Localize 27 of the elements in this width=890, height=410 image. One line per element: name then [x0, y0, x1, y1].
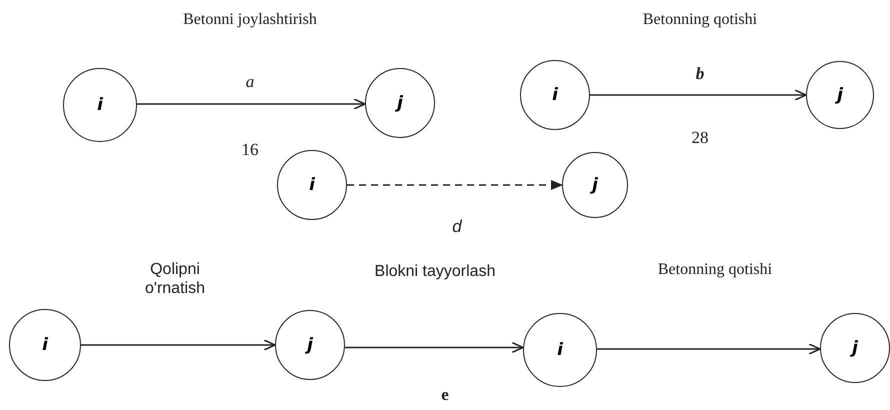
event-circle: j	[562, 152, 628, 218]
label: e	[441, 385, 449, 405]
edge-label: Betonning qotishi	[656, 260, 774, 279]
arrow	[347, 180, 563, 190]
edge-label: Qolipni o'rnatish	[144, 260, 206, 298]
event-circle: j	[820, 313, 890, 383]
event-circle: i	[63, 68, 137, 142]
arrow	[345, 342, 524, 354]
event-circle: j	[365, 68, 435, 138]
edge-label: Blokni tayyorlash	[374, 262, 496, 281]
event-circle: i	[523, 313, 597, 387]
event-circle: j	[806, 61, 874, 129]
arrow	[590, 89, 807, 101]
label: b	[696, 64, 704, 84]
label: 28	[692, 128, 708, 148]
label: a	[246, 72, 254, 92]
event-circle: j	[275, 310, 345, 380]
arrow	[597, 343, 821, 355]
arrow	[137, 98, 366, 110]
edge-label: Betonning qotishi	[642, 10, 758, 29]
label: d	[452, 217, 462, 237]
label: 16	[242, 140, 258, 160]
edge-label: Betonni joylashtirish	[182, 10, 318, 29]
event-circle: i	[277, 150, 347, 220]
event-circle: i	[520, 60, 590, 130]
arrow	[81, 339, 276, 351]
event-circle: i	[9, 309, 81, 381]
